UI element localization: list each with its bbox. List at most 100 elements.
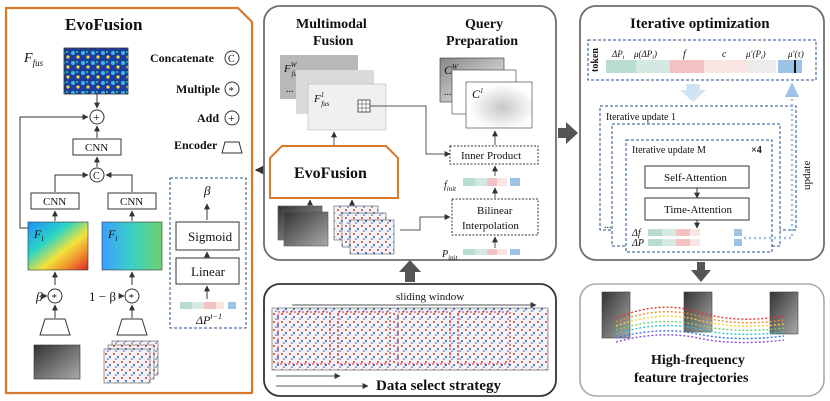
legend-add-label: Add [197, 111, 219, 125]
token-field-1: μ(ΔPi) [633, 49, 657, 61]
trajectory-panel: High-frequency feature trajectories [579, 283, 825, 397]
token-field-3: c [722, 49, 727, 60]
multiply-node-left-symbol: * [52, 292, 58, 304]
token-field-5: μ′(τ) [787, 49, 804, 59]
bilinear-label-1: Bilinear [477, 205, 513, 217]
multiple-icon [224, 81, 240, 97]
frame-image-input [33, 344, 81, 380]
inner-product-label: Inner Product [461, 150, 521, 162]
window-4 [457, 311, 511, 365]
ffus-feature-map [63, 47, 129, 95]
fw-layer-ellipsis: ... [286, 84, 294, 95]
sliding-window-label: sliding window [396, 291, 464, 303]
multiple-icon-symbol: * [229, 85, 235, 97]
cw-layer-label: CW [444, 63, 459, 77]
delta-f-token [648, 229, 742, 236]
time-attention-label: Time-Attention [664, 204, 733, 216]
trajectory-frame-2 [683, 291, 713, 333]
self-attention-label: Self-Attention [664, 172, 727, 184]
trajectory-frame-1 [601, 291, 631, 339]
token-label: token [590, 48, 601, 72]
c1-layer-front [465, 81, 533, 129]
ffus-label: Ffus [23, 51, 44, 68]
token-field-2: f [683, 49, 687, 60]
encoder-left [39, 318, 71, 336]
data-select-title: Data select strategy [376, 378, 501, 394]
update-side-label: update [801, 161, 813, 190]
heatmap-frame-label: Fi [33, 227, 44, 243]
beta-generator-box [169, 177, 247, 329]
sigmoid-label: Sigmoid [188, 229, 233, 244]
arrow-up-data-select [399, 260, 421, 282]
f-init-token [463, 178, 520, 186]
encoder-right [116, 318, 148, 336]
delta-p-prev-label: ΔPt−1 [195, 312, 222, 327]
update-feedback-path [744, 82, 800, 240]
c-layer-ellipsis: ... [444, 87, 452, 98]
cnn-right-box [107, 192, 157, 210]
heatmap-event [101, 221, 163, 271]
window-2 [337, 311, 391, 365]
cnn-left-label: CNN [43, 196, 66, 208]
delta-p-token-strip [180, 302, 236, 309]
p-init-token [463, 249, 520, 255]
arrow-down-trajectories [691, 262, 711, 282]
trajectory-frame-3 [769, 291, 799, 335]
concat-node-symbol: C [93, 171, 100, 182]
iterative-title: Iterative optimization [630, 16, 770, 32]
add-icon-symbol: + [228, 111, 235, 125]
event-stack-front [103, 348, 151, 384]
trajectory-curves [615, 306, 785, 344]
bilinear-label-2: Interpolation [462, 220, 519, 232]
add-node-symbol: + [93, 110, 100, 124]
cnn-left-box [30, 192, 80, 210]
linear-box [175, 257, 240, 285]
cnn-right-label: CNN [120, 196, 143, 208]
beta-output-label: β [203, 183, 211, 198]
update-1-label: Iterative update 1 [606, 112, 676, 123]
linear-label: Linear [191, 264, 226, 279]
heatmap-frame [27, 221, 89, 271]
data-select-panel: sliding window Data select strategy [263, 283, 557, 397]
one-minus-beta-label: 1 − β [89, 289, 116, 304]
c1-layer-label: C1 [472, 87, 484, 101]
token-fields [606, 60, 802, 73]
trajectory-panel-border [579, 283, 825, 397]
trajectory-title-1: High-frequency [651, 353, 745, 368]
token-field-0: ΔPi [611, 49, 625, 61]
evofusion-title: EvoFusion [65, 15, 143, 34]
trajectory-title-2: feature trajectories [634, 371, 749, 386]
delta-p-label: ΔP [631, 238, 644, 249]
sigmoid-box [175, 221, 240, 251]
iterative-panel: Iterative optimization token ΔPi μ(ΔPi) … [579, 5, 825, 261]
query-title-2: Preparation [446, 34, 518, 49]
query-title-1: Query [465, 17, 503, 32]
legend-concatenate-label: Concatenate [150, 51, 215, 65]
frame-stack-front [283, 211, 329, 247]
token-down-arrow [680, 84, 706, 102]
f1-layer-front [307, 83, 387, 131]
concat-node [89, 167, 105, 183]
f-init-label: finit [444, 180, 457, 193]
evofusion-panel: EvoFusion Ffus Concatenate C Multiple * … [4, 6, 254, 395]
add-node [89, 109, 105, 125]
grid-cell-icon [357, 99, 371, 113]
multiply-node-right [124, 288, 140, 304]
multimodal-title-1: Multimodal [296, 17, 367, 32]
bilinear-box [451, 198, 539, 236]
event-frames-front [349, 219, 395, 255]
heatmap-event-label: Fi [107, 227, 118, 243]
encoder-icon [221, 141, 243, 154]
multiply-node-right-symbol: * [129, 292, 135, 304]
cnn-top-label: CNN [85, 142, 108, 154]
update-m-label: Iterative update M [632, 145, 706, 156]
inner-product-box [449, 145, 539, 165]
window-3 [397, 311, 451, 365]
token-field-4: μ′(Pi) [745, 49, 766, 61]
beta-label-left: β [35, 289, 43, 304]
evofusion-block [269, 145, 399, 199]
times-four-label: ×4 [751, 145, 762, 156]
p-init-label: Pinit [441, 249, 458, 262]
